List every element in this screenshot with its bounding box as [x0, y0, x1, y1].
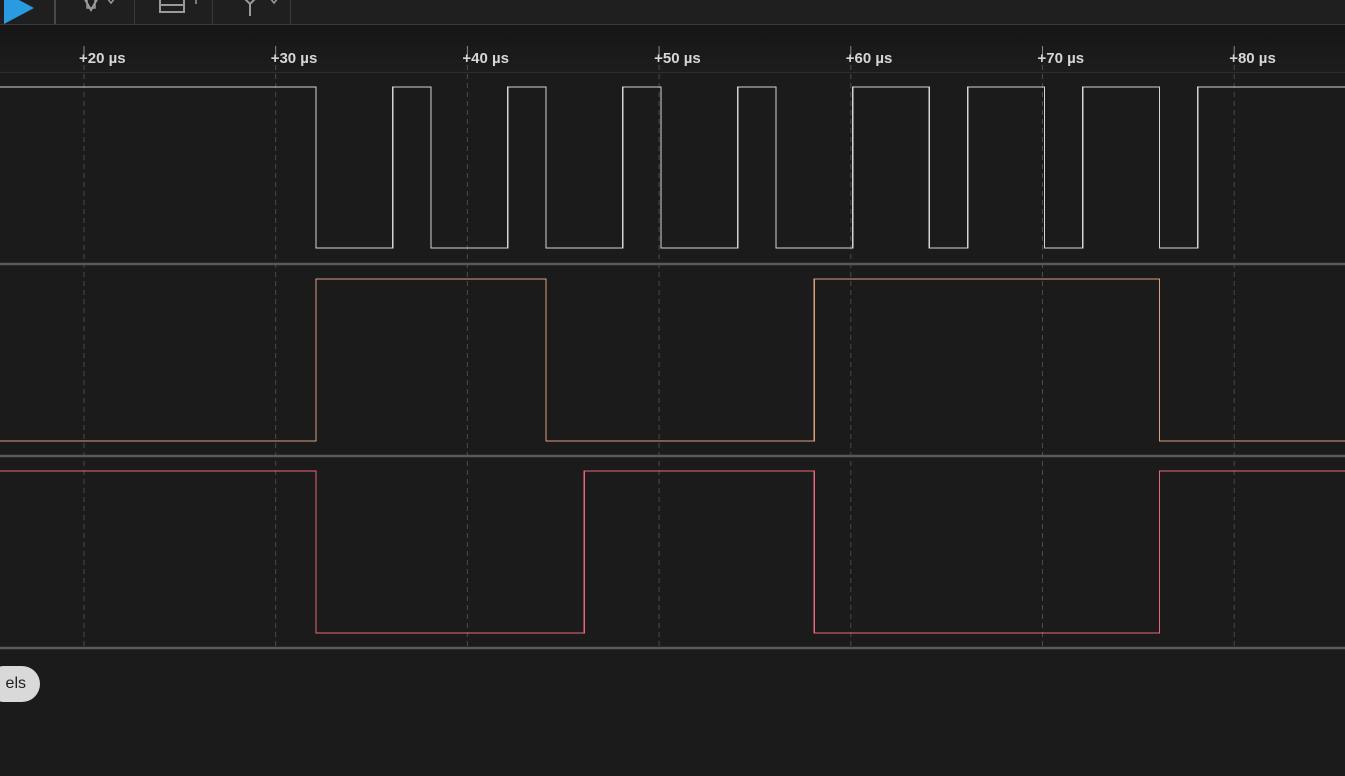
trigger-icon	[65, 0, 125, 24]
ruler-tick-label: +30 µs	[271, 50, 318, 67]
probe-button[interactable]	[213, 0, 291, 24]
time-ruler[interactable]	[0, 25, 1345, 73]
capture-settings-button[interactable]	[135, 0, 213, 24]
probe-icon	[222, 0, 282, 24]
capture-settings-icon	[144, 0, 204, 24]
play-icon	[0, 0, 54, 24]
channels-button[interactable]: els	[0, 666, 40, 702]
toolbar	[0, 0, 1345, 25]
ruler-tick-label: +80 µs	[1229, 50, 1276, 67]
ruler-tick-label: +40 µs	[462, 50, 509, 67]
channel-2-waveform[interactable]	[0, 470, 1345, 634]
channel-waveforms	[0, 86, 1345, 634]
grid-lines	[83, 65, 1235, 646]
channel-1-waveform[interactable]	[0, 278, 1345, 442]
trigger-button[interactable]	[56, 0, 135, 24]
ruler-tick-label: +50 µs	[654, 50, 701, 67]
time-ruler-ticks: +20 µs +30 µs +40 µs +50 µs +60 µs +70 µs +80 …	[79, 46, 1276, 67]
ruler-tick-label: +60 µs	[846, 50, 893, 67]
ruler-tick-label: +70 µs	[1038, 50, 1085, 67]
channel-separators	[0, 262, 1345, 650]
start-capture-button[interactable]	[0, 0, 56, 24]
ruler-tick-label: +20 µs	[79, 50, 126, 67]
channel-0-waveform[interactable]	[0, 86, 1345, 249]
